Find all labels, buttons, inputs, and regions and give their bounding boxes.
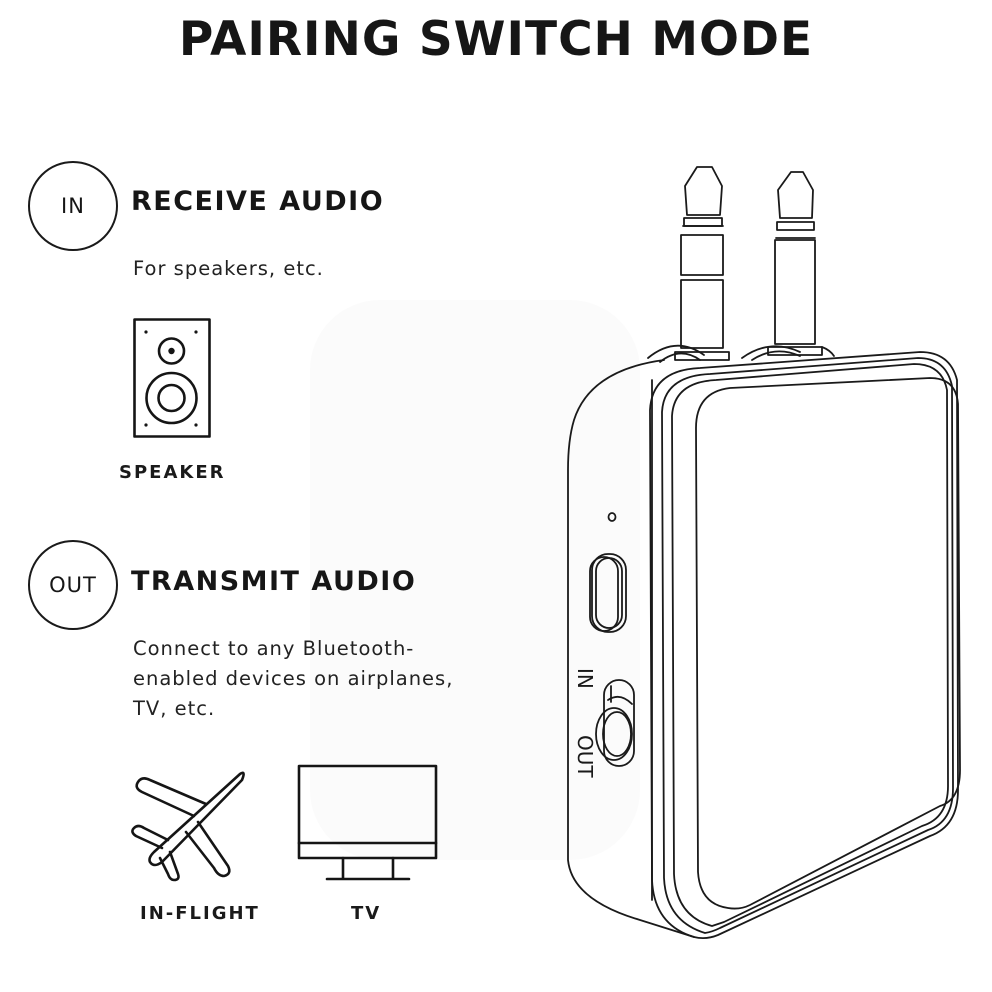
transmit-audio-description-line: enabled devices on airplanes, [133,667,454,690]
audio-plug-left-icon [647,166,730,363]
tv-icon [297,764,438,881]
mode-badge-out: OUT [28,540,118,630]
mode-badge-in: IN [28,161,118,251]
mode-badge-in-label: IN [61,194,85,218]
transmit-audio-description: Connect to any Bluetooth- enabled device… [133,634,513,724]
mode-badge-out-label: OUT [49,573,97,597]
led-indicator-icon [607,512,617,522]
speaker-label: SPEAKER [119,462,226,483]
mode-switch-icon [595,679,635,767]
receive-audio-description: For speakers, etc. [133,257,324,280]
airplane-icon [131,771,245,882]
tv-label: TV [351,903,382,924]
receive-audio-heading: RECEIVE AUDIO [131,186,385,217]
transmit-audio-description-line: Connect to any Bluetooth- [133,637,415,660]
page-title: PAIRING SWITCH MODE [178,12,814,67]
switch-label-out: OUT [573,735,597,778]
switch-label-in: IN [573,668,597,689]
power-button-icon [589,553,627,633]
audio-plug-right-icon [741,171,835,361]
speaker-icon [133,318,211,438]
transmit-audio-description-line: TV, etc. [133,697,216,720]
transmit-audio-heading: TRANSMIT AUDIO [131,566,417,597]
in-flight-label: IN-FLIGHT [140,903,260,924]
